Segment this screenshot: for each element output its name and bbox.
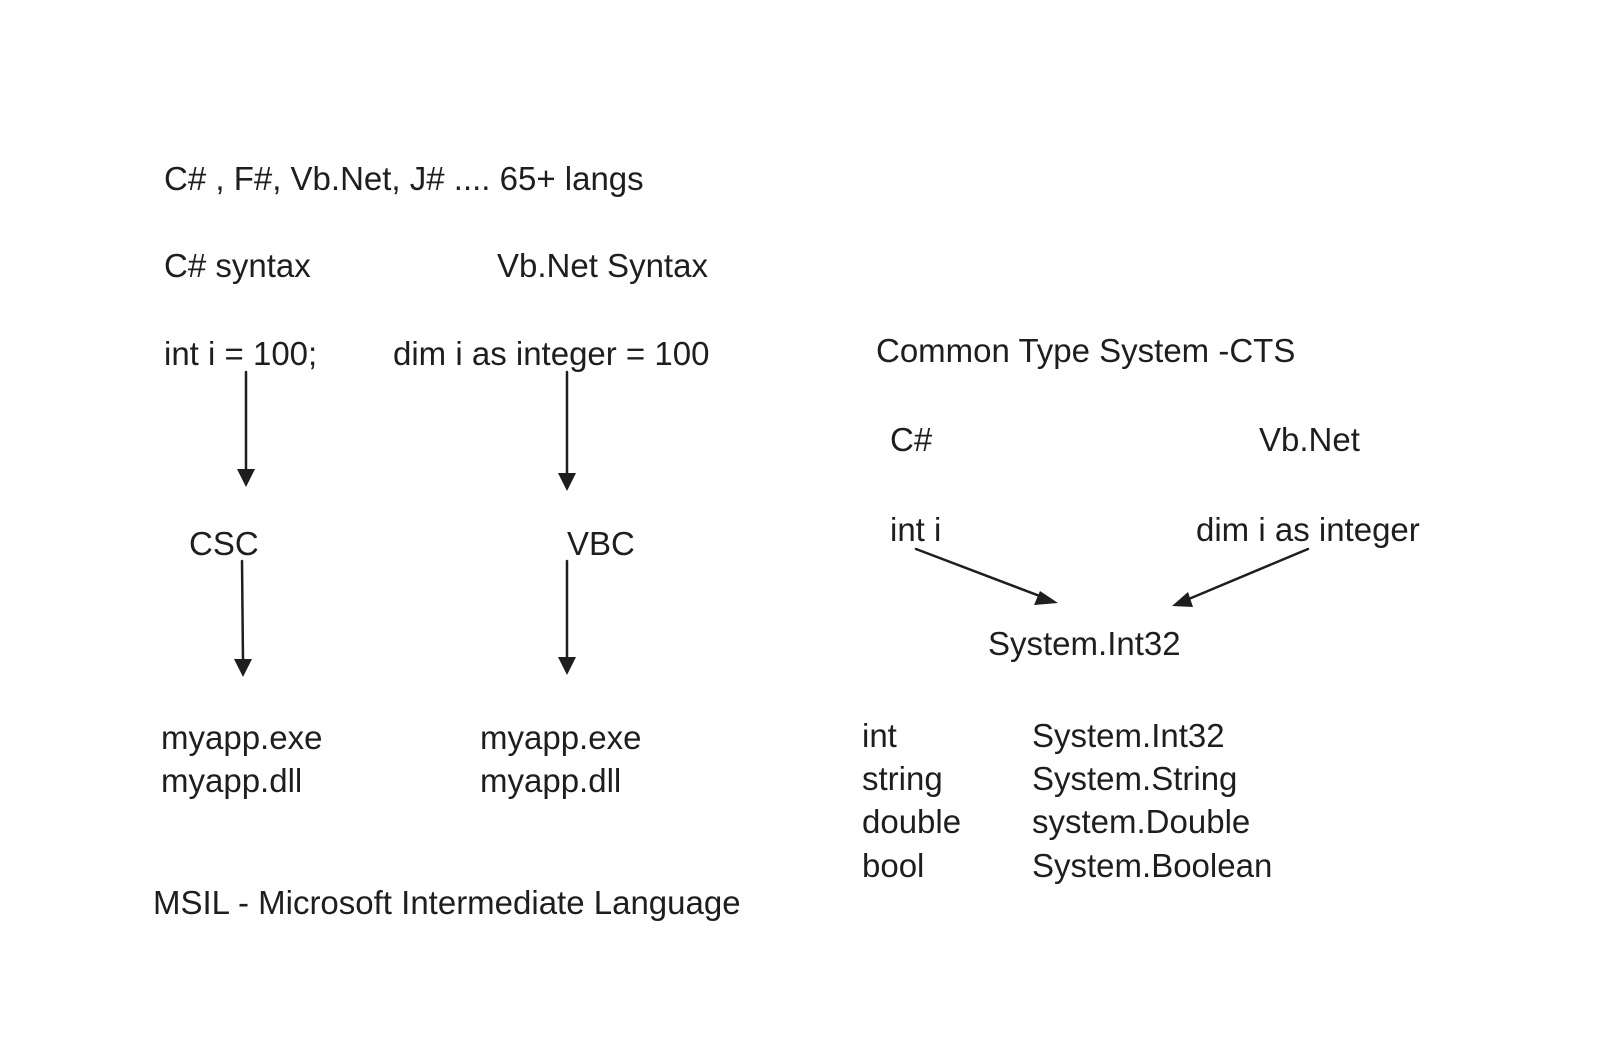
- arrow-vbnet-decl-to-int32: [1172, 547, 1310, 607]
- cts-csharp-decl: int i: [890, 511, 942, 548]
- arrow-csharp-code-to-csc: [237, 370, 255, 487]
- type-map-type-double: system.Double: [1032, 803, 1251, 840]
- arrow-vbc-to-outputs: [558, 559, 576, 675]
- type-map-alias-bool: bool: [862, 847, 925, 884]
- arrow-vbnet-code-to-vbc: [558, 370, 576, 491]
- type-map-type-int32: System.Int32: [1032, 717, 1225, 754]
- csharp-code-sample: int i = 100;: [164, 335, 318, 372]
- type-map-alias-int: int: [862, 717, 897, 754]
- type-map-type-boolean: System.Boolean: [1032, 847, 1273, 884]
- arrow-csharp-decl-to-int32: [914, 547, 1058, 605]
- vbc-compiler-label: VBC: [567, 525, 635, 562]
- csc-compiler-label: CSC: [189, 525, 259, 562]
- vbnet-syntax-label: Vb.Net Syntax: [497, 247, 708, 284]
- csharp-output-dll: myapp.dll: [161, 762, 303, 799]
- type-map-alias-double: double: [862, 803, 962, 840]
- vbnet-output-dll: myapp.dll: [480, 762, 622, 799]
- vbnet-code-sample: dim i as integer = 100: [393, 335, 710, 372]
- vbnet-output-exe: myapp.exe: [480, 719, 642, 756]
- cts-title: Common Type System -CTS: [876, 332, 1296, 369]
- csharp-syntax-label: C# syntax: [164, 247, 311, 284]
- cts-csharp-label: C#: [890, 421, 933, 458]
- msil-caption: MSIL - Microsoft Intermediate Language: [153, 884, 741, 921]
- type-map-type-string: System.String: [1032, 760, 1238, 797]
- csharp-output-exe: myapp.exe: [161, 719, 323, 756]
- languages-header: C# , F#, Vb.Net, J# .... 65+ langs: [164, 160, 644, 197]
- cts-vbnet-decl: dim i as integer: [1196, 511, 1420, 548]
- type-map-alias-string: string: [862, 760, 943, 797]
- cts-common-type: System.Int32: [988, 625, 1181, 662]
- cts-vbnet-label: Vb.Net: [1259, 421, 1360, 458]
- arrow-csc-to-outputs: [234, 559, 252, 677]
